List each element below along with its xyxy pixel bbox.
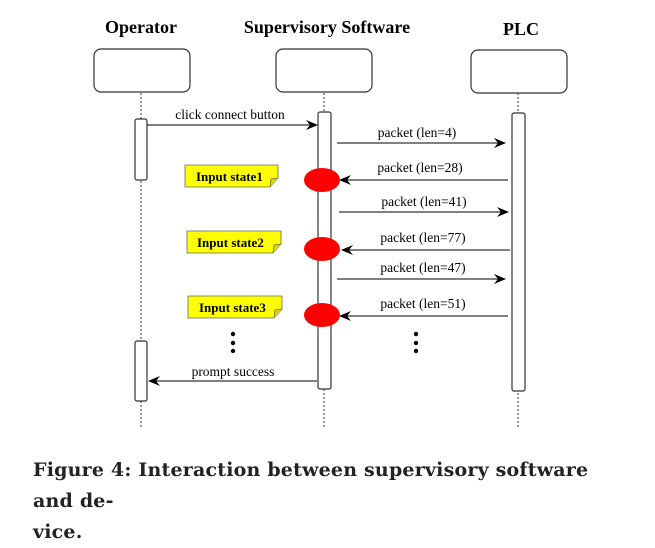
message-prompt-success: prompt success — [148, 364, 317, 386]
message-label: packet (len=41) — [381, 194, 466, 209]
state-marker-1 — [304, 168, 340, 192]
message-click-connect: click connect button — [147, 107, 318, 130]
message-label: packet (len=51) — [380, 296, 465, 311]
state-marker-3 — [304, 303, 340, 327]
figure-caption: Figure 4: Interaction between supervisor… — [33, 455, 633, 548]
note-input-state3: Input state3 — [187, 295, 283, 319]
message-label: packet (len=47) — [380, 260, 465, 275]
message-label: packet (len=77) — [380, 230, 465, 245]
note-input-state2: Input state2 — [186, 230, 282, 254]
state-marker-2 — [304, 237, 340, 261]
note-label: Input state3 — [199, 300, 266, 315]
note-input-state1: Input state1 — [184, 164, 279, 188]
message-packet-51: packet (len=51) — [339, 296, 508, 321]
actor-title-operator: Operator — [105, 17, 177, 37]
message-label: packet (len=4) — [378, 125, 456, 140]
sequence-diagram: Operator Supervisory Software PLC click … — [93, 17, 568, 428]
note-label: Input state1 — [196, 169, 263, 184]
actor-title-plc: PLC — [503, 19, 539, 39]
activation-plc — [511, 112, 526, 392]
actor-title-supervisory: Supervisory Software — [244, 17, 410, 37]
actor-box-operator — [93, 48, 191, 93]
actor-box-plc — [470, 49, 568, 94]
actor-box-supervisory — [275, 48, 373, 93]
note-label: Input state2 — [197, 235, 264, 250]
message-label: packet (len=28) — [377, 160, 462, 175]
ellipsis-right — [413, 331, 419, 354]
ellipsis-left — [230, 331, 236, 354]
message-packet-28: packet (len=28) — [339, 160, 508, 185]
message-packet-47: packet (len=47) — [337, 260, 506, 284]
message-packet-77: packet (len=77) — [341, 230, 510, 255]
caption-line-1: Figure 4: Interaction between supervisor… — [33, 459, 589, 512]
activation-operator-2 — [134, 340, 148, 402]
message-label: click connect button — [175, 107, 285, 122]
message-packet-41: packet (len=41) — [339, 194, 509, 217]
message-label: prompt success — [192, 364, 275, 379]
activation-operator-1 — [134, 118, 148, 181]
message-packet-4: packet (len=4) — [337, 125, 506, 148]
caption-line-2: vice. — [33, 521, 83, 543]
